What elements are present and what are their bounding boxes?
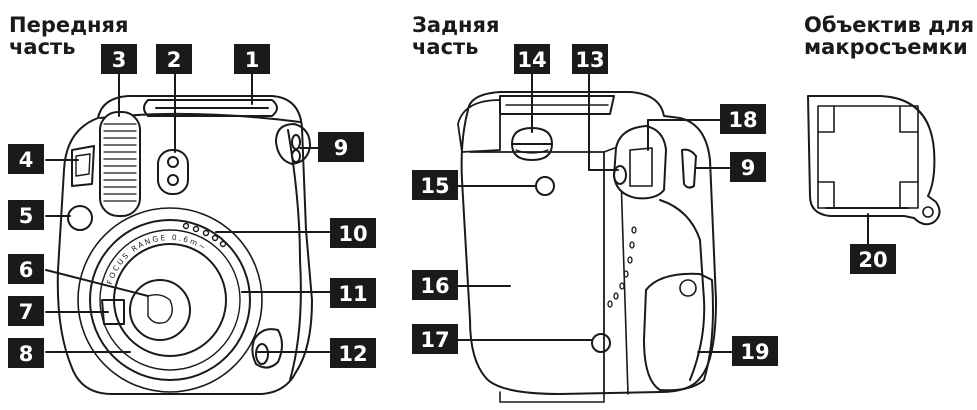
callout-badge-11: 11 xyxy=(330,278,376,308)
callout-badge-box xyxy=(720,104,766,134)
viewfinder-window xyxy=(71,145,95,187)
back-view-heading-line1: Задняя xyxy=(412,13,500,37)
callout-number: 3 xyxy=(112,48,127,72)
callout-badge-box xyxy=(732,336,778,366)
macro-lens-heading-line2: макросъемки xyxy=(804,35,968,59)
exposure-indicator-lamps xyxy=(182,222,227,248)
back-view-heading-line2: часть xyxy=(412,35,479,59)
rear-sensor xyxy=(535,176,555,196)
light-sensor xyxy=(157,149,189,195)
callout-number: 14 xyxy=(517,48,546,72)
callout-badge-21: 20 xyxy=(850,244,896,274)
side-dots xyxy=(607,226,637,308)
callout-leaders xyxy=(45,73,909,353)
callout-badge-2: 2 xyxy=(156,44,192,74)
callout-badge-box xyxy=(412,270,458,300)
callout-badge-box xyxy=(8,144,44,174)
callout-badge-20: 19 xyxy=(732,336,778,366)
front-strap-loop xyxy=(275,123,311,165)
callout-number: 5 xyxy=(19,204,34,228)
callout-badge-19: 9 xyxy=(730,152,766,182)
callout-badge-box xyxy=(412,324,458,354)
callout-badge-box xyxy=(850,244,896,274)
battery-cover xyxy=(643,272,714,392)
front-camera xyxy=(56,95,313,395)
callout-badge-10: 10 xyxy=(330,218,376,248)
callout-number: 8 xyxy=(19,342,34,366)
callout-badge-box xyxy=(156,44,192,74)
callout-badge-box xyxy=(330,338,376,368)
callout-number: 18 xyxy=(728,108,757,132)
callout-number: 2 xyxy=(167,48,182,72)
film-door-latch xyxy=(591,333,611,353)
callout-badge-15: 15 xyxy=(412,170,458,200)
callout-number: 19 xyxy=(740,340,769,364)
callout-badge-box xyxy=(101,44,137,74)
macro-lens-body xyxy=(807,95,941,226)
callout-number: 11 xyxy=(338,282,367,306)
callout-badge-6: 6 xyxy=(8,254,44,284)
callout-badge-box xyxy=(8,200,44,230)
callout-badge-box xyxy=(514,44,550,74)
callout-badge-box xyxy=(234,44,270,74)
back-camera xyxy=(457,91,717,403)
callout-badge-5: 5 xyxy=(8,200,44,230)
macro-lens-heading-line1: Объектив для xyxy=(804,13,975,37)
callout-badge-box xyxy=(8,296,44,326)
callout-badge-12: 12 xyxy=(330,338,376,368)
callout-badge-14: 14 xyxy=(514,44,550,74)
callout-badge-1: 1 xyxy=(234,44,270,74)
front-view-heading: Передняя часть xyxy=(9,14,129,58)
callout-number: 4 xyxy=(19,148,34,172)
callout-badge-16: 16 xyxy=(412,270,458,300)
back-camera-body xyxy=(460,91,717,395)
front-camera-side-edge xyxy=(287,129,302,381)
macro-lens xyxy=(807,95,941,226)
callout-badge-box xyxy=(572,44,608,74)
front-view-heading-line2: часть xyxy=(9,35,76,59)
shutter-button xyxy=(251,328,283,369)
callout-number: 20 xyxy=(858,248,887,272)
callout-badge-7: 7 xyxy=(8,296,44,326)
lens-release-button xyxy=(67,205,93,231)
callout-badge-box xyxy=(8,254,44,284)
callout-badge-8: 8 xyxy=(8,338,44,368)
callout-number: 16 xyxy=(420,274,449,298)
callout-badge-13: 13 xyxy=(572,44,608,74)
callout-badge-3: 3 xyxy=(101,44,137,74)
callout-number: 10 xyxy=(338,222,367,246)
callout-badge-box xyxy=(330,278,376,308)
callout-number: 1 xyxy=(245,48,260,72)
callout-badge-17: 17 xyxy=(412,324,458,354)
callout-number: 9 xyxy=(334,136,349,160)
callout-number: 17 xyxy=(420,328,449,352)
callout-badge-box xyxy=(730,152,766,182)
callout-number: 12 xyxy=(338,342,367,366)
front-print-slot xyxy=(143,99,278,117)
callout-badge-4: 4 xyxy=(8,144,44,174)
macro-lens-heading: Объектив для макросъемки xyxy=(804,14,974,58)
front-view-heading-line1: Передняя xyxy=(9,13,129,37)
selfie-mirror xyxy=(101,299,125,325)
callout-number: 9 xyxy=(741,156,756,180)
side-grip xyxy=(659,199,706,381)
callout-badge-box xyxy=(8,338,44,368)
callout-badge-box xyxy=(318,132,364,162)
callout-badge-box xyxy=(330,218,376,248)
callout-number: 13 xyxy=(575,48,604,72)
back-view-heading: Задняя часть xyxy=(412,14,500,58)
exposure-dial xyxy=(77,207,263,393)
flash-grille xyxy=(103,123,137,202)
back-strap-loop xyxy=(681,148,697,189)
callout-badge-9: 9 xyxy=(318,132,364,162)
lens-glass xyxy=(129,279,191,341)
callout-number: 7 xyxy=(19,300,34,324)
callout-badge-box xyxy=(412,170,458,200)
callout-number: 15 xyxy=(420,174,449,198)
viewfinder-eyepiece xyxy=(613,125,667,200)
callout-number: 6 xyxy=(19,258,34,282)
callout-badge-18: 18 xyxy=(720,104,766,134)
